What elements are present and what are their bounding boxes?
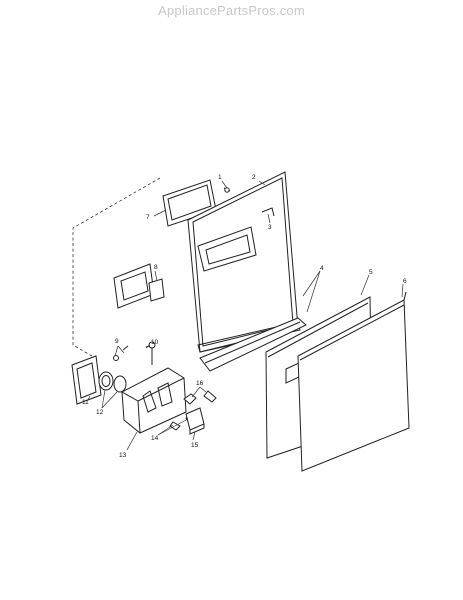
- part-screw: [223, 187, 231, 193]
- callout-9: 9: [115, 338, 119, 345]
- callout-16: 16: [196, 380, 204, 387]
- callout-12: 12: [96, 409, 104, 416]
- callout-7: 7: [146, 214, 150, 221]
- callout-3: 3: [268, 224, 272, 231]
- callout-15: 15: [191, 442, 199, 449]
- part-screws: [113, 341, 156, 365]
- callout-2: 2: [252, 174, 256, 181]
- part-switch: [185, 407, 205, 435]
- callout-14: 14: [151, 435, 159, 442]
- watermark: AppliancePartsPros.com: [158, 3, 305, 18]
- callout-10: 10: [151, 339, 159, 346]
- callout-labels: 1 2 3 4 5 6 7 8 9 10 11 12 13 14 15 16: [82, 174, 407, 459]
- assembly-guide-dashed: [72, 177, 161, 357]
- part-clip: [261, 207, 275, 217]
- part-knob-ring: [98, 371, 127, 393]
- callout-1: 1: [218, 174, 222, 181]
- callout-5: 5: [369, 269, 373, 276]
- callout-6: 6: [403, 278, 407, 285]
- part-door-trim-panel: [297, 291, 410, 472]
- part-vent: [113, 263, 165, 309]
- part-inner-door-panel: [187, 171, 301, 353]
- callout-4: 4: [320, 265, 324, 272]
- part-channel-strip: [199, 317, 307, 372]
- callout-13: 13: [119, 452, 127, 459]
- part-handle-bracket: [71, 355, 102, 405]
- callout-8: 8: [154, 264, 158, 271]
- part-latch-housing: [121, 367, 187, 434]
- leader-lines: [87, 180, 404, 451]
- callout-11: 11: [82, 399, 89, 406]
